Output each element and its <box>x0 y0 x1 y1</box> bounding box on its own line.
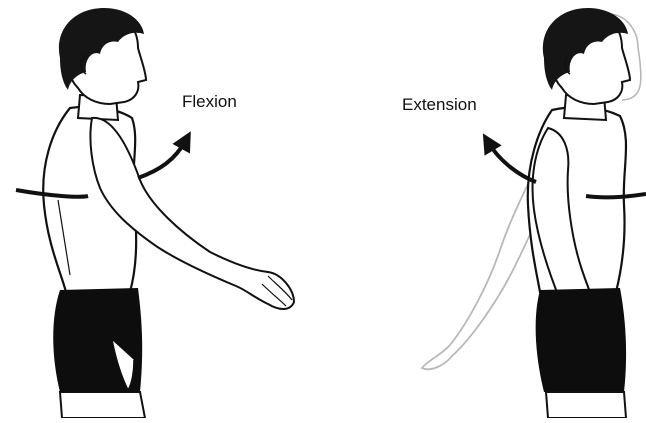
flexion-arrow-curve <box>138 140 186 178</box>
extension-legs <box>546 392 626 418</box>
extension-shorts <box>536 288 626 392</box>
extension-label: Extension <box>402 95 477 115</box>
flexion-legs <box>60 392 145 418</box>
flexion-figure <box>16 8 294 418</box>
extension-figure <box>422 8 646 418</box>
flexion-label: Flexion <box>182 92 237 112</box>
